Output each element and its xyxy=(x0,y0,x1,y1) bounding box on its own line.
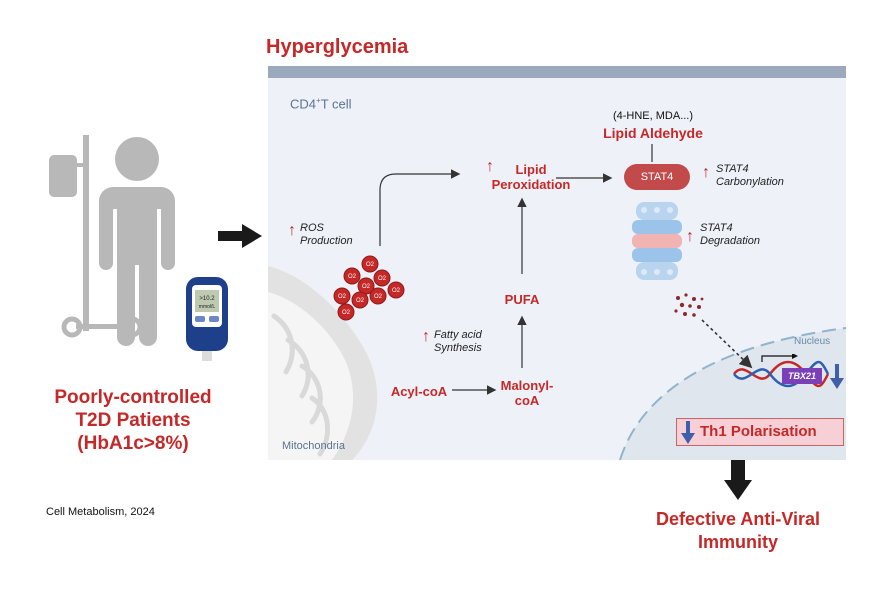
tbx21-down-arrow-icon xyxy=(830,364,844,389)
meter-reading-value: >10.2 xyxy=(199,296,215,302)
stat4-deg-line2: Degradation xyxy=(700,235,760,247)
person-icon xyxy=(99,137,175,346)
ros-particles: O2 O2 O2 O2 O2 O2 O2 O2 O2 xyxy=(333,255,405,321)
meter-reading-unit: mmol/L xyxy=(199,304,216,310)
ros-particle-icon: O2 xyxy=(337,303,355,321)
svg-text:O2: O2 xyxy=(366,262,375,268)
stat4-degradation-label: STAT4 Degradation xyxy=(700,222,760,248)
ros-label-line1: ROS xyxy=(300,222,324,234)
mitochondria-shape xyxy=(268,266,378,460)
ros-particle-icon: O2 xyxy=(361,255,379,273)
pathway-arrows xyxy=(379,144,753,395)
protein-fragments-icon xyxy=(674,293,704,317)
cell-label-sup: + xyxy=(316,96,321,105)
svg-text:O2: O2 xyxy=(392,288,401,294)
outcome-line2: Immunity xyxy=(697,532,778,552)
lipid-perox-line2: Peroxidation xyxy=(491,177,571,192)
svg-text:O2: O2 xyxy=(338,294,347,300)
patient-label: Poorly-controlled T2D Patients (HbA1c>8%… xyxy=(18,386,248,455)
lipid-peroxidation-label: Lipid Peroxidation xyxy=(476,162,586,192)
fatty-acid-synthesis-label: Fatty acid Synthesis xyxy=(434,329,482,355)
debris-to-dna-arrow xyxy=(701,319,753,369)
peroxidation-up-arrow-icon: ↑ xyxy=(486,158,494,175)
aldehyde-examples-label: (4-HNE, MDA...) xyxy=(612,110,694,122)
carbonylation-up-arrow-icon: ↑ xyxy=(702,164,710,181)
stat4-deg-line1: STAT4 xyxy=(700,222,733,234)
svg-text:O2: O2 xyxy=(348,274,357,280)
fatty-acid-line2: Synthesis xyxy=(434,342,482,354)
cell-label-main: CD4 xyxy=(290,96,317,112)
svg-text:O2: O2 xyxy=(356,298,365,304)
down-arrow-icon xyxy=(724,460,752,500)
citation: Cell Metabolism, 2024 xyxy=(46,506,155,518)
cell-membrane-bar xyxy=(268,66,846,78)
svg-text:O2: O2 xyxy=(342,310,351,316)
ros-label-line2: Production xyxy=(300,235,353,247)
cell-label-rest: T cell xyxy=(320,96,352,112)
ros-particle-icon: O2 xyxy=(369,287,387,305)
patient-label-line1: Poorly-controlled xyxy=(54,387,212,408)
svg-text:O2: O2 xyxy=(378,276,387,282)
pufa-label: PUFA xyxy=(504,292,540,307)
ros-particle-icon: O2 xyxy=(343,267,361,285)
lipid-perox-line1: Lipid xyxy=(515,162,547,177)
stat4-carb-line1: STAT4 xyxy=(716,163,749,175)
svg-text:O2: O2 xyxy=(374,294,383,300)
malonyl-coa-label: Malonyl- coA xyxy=(494,378,560,408)
tbx21-gene: TBX21 xyxy=(782,368,822,384)
stat4-protein: STAT4 xyxy=(624,164,690,190)
ros-particle-icon: O2 xyxy=(333,287,351,305)
lipid-aldehyde-label: Lipid Aldehyde xyxy=(603,125,703,141)
acyl-coa-label: Acyl-coA xyxy=(390,384,448,399)
cell-label: CD4+T cell xyxy=(290,96,352,111)
ros-to-peroxidation-arrow xyxy=(379,169,461,246)
fatty-acid-up-arrow-icon: ↑ xyxy=(422,328,430,345)
th1-polarisation-label: Th1 Polarisation xyxy=(700,423,817,440)
mitochondria-label: Mitochondria xyxy=(282,440,345,452)
ros-particle-icon: O2 xyxy=(387,281,405,299)
outcome-line1: Defective Anti-Viral xyxy=(655,509,821,529)
hyperglycemia-title: Hyperglycemia xyxy=(266,36,409,58)
outcome-label: Defective Anti-Viral Immunity xyxy=(618,508,858,554)
right-arrow-icon xyxy=(218,224,262,248)
nucleus-label: Nucleus xyxy=(794,336,831,347)
ros-up-arrow-icon: ↑ xyxy=(288,222,296,239)
ros-particle-icon: O2 xyxy=(351,291,369,309)
degradation-up-arrow-icon: ↑ xyxy=(686,228,694,245)
malonyl-line1: Malonyl- xyxy=(500,378,554,393)
patient-illustration: >10.2 mmol/L xyxy=(49,135,228,361)
ros-production-label: ROS Production xyxy=(300,222,353,248)
patient-label-line2: T2D Patients xyxy=(75,410,191,431)
ros-particle-icon: O2 xyxy=(373,269,391,287)
patient-label-line3: (HbA1c>8%) xyxy=(77,433,189,454)
malonyl-line2: coA xyxy=(514,393,540,408)
fatty-acid-line1: Fatty acid xyxy=(434,329,482,341)
th1-polarisation-box xyxy=(676,418,844,446)
glucose-meter-icon: >10.2 mmol/L xyxy=(186,277,228,361)
proteasome-icon xyxy=(632,202,682,280)
stat4-carb-line2: Carbonylation xyxy=(716,176,784,188)
svg-text:O2: O2 xyxy=(362,284,371,290)
th1-down-arrow-icon xyxy=(681,421,695,444)
dna-helix-icon xyxy=(733,354,830,388)
stat4-carbonylation-label: STAT4 Carbonylation xyxy=(716,163,784,189)
